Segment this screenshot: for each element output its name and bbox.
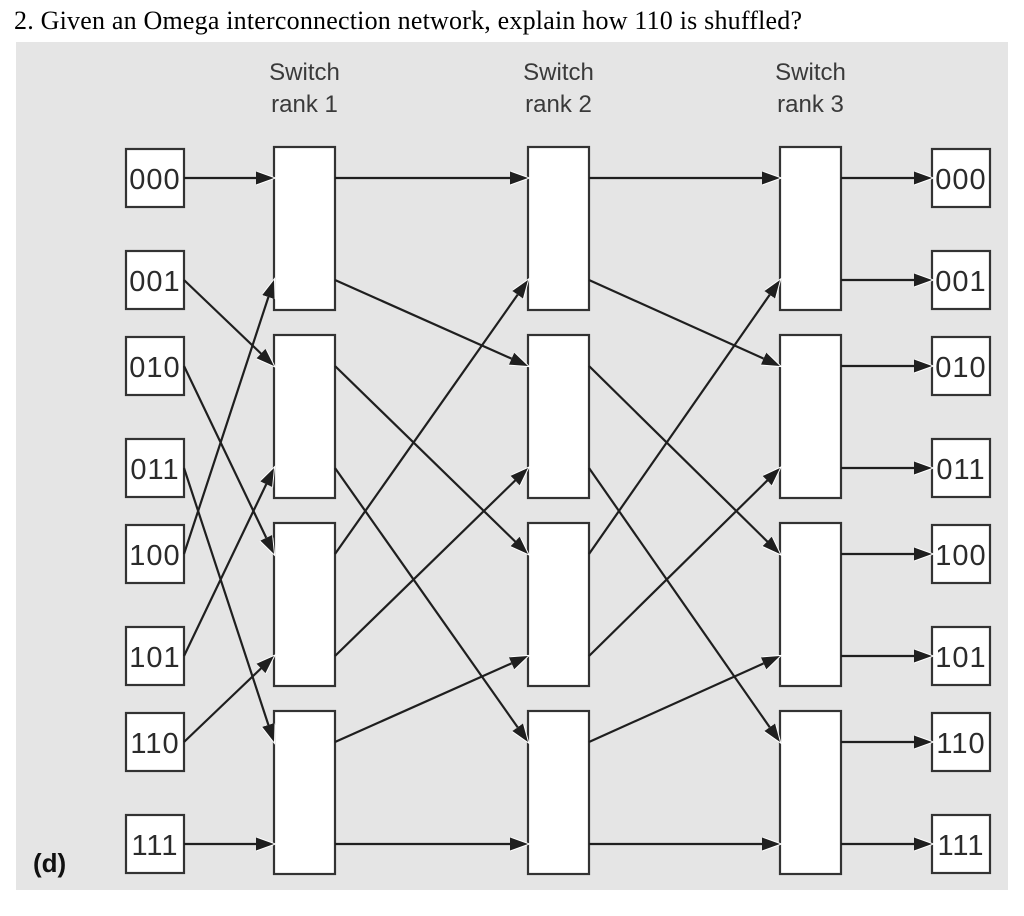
switch-box-rank2-0 xyxy=(526,145,591,312)
switch-box-rank1-3 xyxy=(272,709,337,876)
wire-rank2-port1-to-rank3-port2 xyxy=(588,278,780,366)
input-label-100: 100 xyxy=(129,540,180,572)
switch-box-rank1-1 xyxy=(272,333,337,500)
input-label-111: 111 xyxy=(131,830,178,862)
output-label-110: 110 xyxy=(936,728,985,760)
output-label-101: 101 xyxy=(935,642,986,674)
output-box-101 xyxy=(930,625,992,687)
input-box-011 xyxy=(124,437,186,499)
switch-box-rank3-2 xyxy=(778,521,843,688)
wire-rank2-port3-to-rank3-port6 xyxy=(588,467,780,742)
rank-1-label-line1: Switch xyxy=(269,59,340,86)
switch-box-rank1-2 xyxy=(272,521,337,688)
rank-3-label-line2: rank 3 xyxy=(777,91,844,118)
switch-box-rank3-1 xyxy=(778,333,843,500)
question-title: 2. Given an Omega interconnection networ… xyxy=(14,6,803,35)
switch-box-rank3-3 xyxy=(778,709,843,876)
rank-2-label-line1: Switch xyxy=(523,59,594,86)
wire-rank1-port3-to-rank2-port6 xyxy=(334,467,528,742)
wire-input5-to-rank1-port3 xyxy=(183,468,274,657)
input-label-011: 011 xyxy=(130,454,179,486)
input-label-110: 110 xyxy=(130,728,179,760)
switch-box-rank3-0 xyxy=(778,145,843,312)
input-box-101 xyxy=(124,625,186,687)
output-box-010 xyxy=(930,335,992,397)
input-label-101: 101 xyxy=(129,642,180,674)
wire-rank2-port5-to-rank3-port3 xyxy=(588,468,780,657)
output-box-111 xyxy=(930,813,992,875)
switch-box-rank2-3 xyxy=(526,709,591,876)
input-box-111 xyxy=(124,813,186,875)
rank-3-label-line1: Switch xyxy=(775,59,846,86)
wire-input2-to-rank1-port4 xyxy=(183,365,274,554)
input-label-010: 010 xyxy=(129,352,180,384)
rank-2-label-line2: rank 2 xyxy=(525,91,592,118)
wire-rank1-port2-to-rank2-port4 xyxy=(334,365,528,554)
output-box-110 xyxy=(930,711,992,773)
output-box-011 xyxy=(930,437,992,499)
output-box-001 xyxy=(930,249,992,311)
output-label-111: 111 xyxy=(937,830,984,862)
input-label-001: 001 xyxy=(129,266,180,298)
input-label-000: 000 xyxy=(129,164,180,196)
input-box-110 xyxy=(124,711,186,773)
wire-rank1-port1-to-rank2-port2 xyxy=(334,278,528,366)
wire-input1-to-rank1-port2 xyxy=(183,279,274,366)
rank-1-label-line2: rank 1 xyxy=(271,91,338,118)
output-label-100: 100 xyxy=(935,540,986,572)
wire-rank1-port6-to-rank2-port5 xyxy=(334,656,528,744)
output-box-000 xyxy=(930,147,992,209)
wire-input6-to-rank1-port5 xyxy=(183,656,274,743)
input-box-100 xyxy=(124,523,186,585)
switch-box-rank1-0 xyxy=(272,145,337,312)
output-label-011: 011 xyxy=(936,454,985,486)
wire-rank2-port6-to-rank3-port5 xyxy=(588,656,780,744)
switch-box-rank2-1 xyxy=(526,333,591,500)
output-label-010: 010 xyxy=(935,352,986,384)
wire-rank2-port2-to-rank3-port4 xyxy=(588,365,780,554)
wire-rank1-port4-to-rank2-port1 xyxy=(334,280,528,555)
switch-box-rank2-2 xyxy=(526,521,591,688)
output-label-000: 000 xyxy=(935,164,986,196)
wire-input3-to-rank1-port6 xyxy=(182,467,274,742)
wire-input4-to-rank1-port1 xyxy=(182,280,274,555)
figure-label: (d) xyxy=(33,848,66,878)
output-label-001: 001 xyxy=(935,266,986,298)
input-box-000 xyxy=(124,147,186,209)
wire-rank2-port4-to-rank3-port1 xyxy=(588,280,780,555)
wire-rank1-port5-to-rank2-port3 xyxy=(334,468,528,657)
